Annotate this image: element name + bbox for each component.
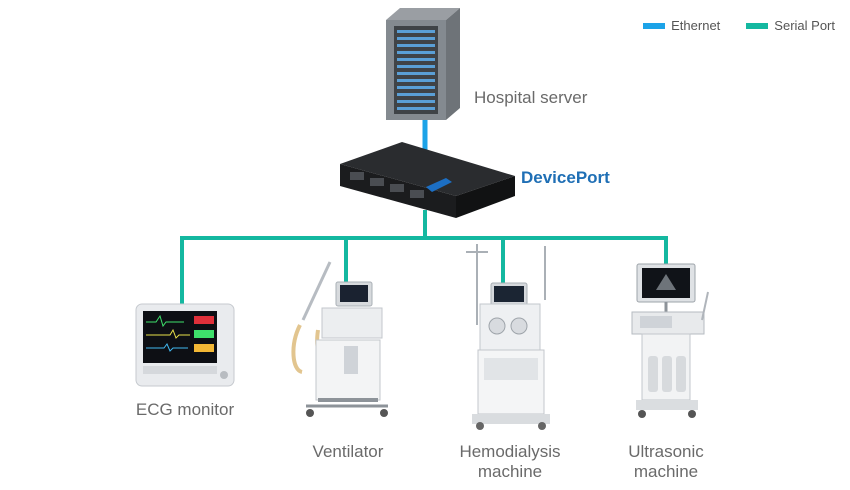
hemodialysis-label: Hemodialysis machine <box>440 442 580 482</box>
serial-swatch <box>746 22 769 29</box>
server-rack-icon <box>386 8 460 120</box>
legend-item-ethernet: Ethernet <box>643 18 720 33</box>
ultrasonic-label-line2: machine <box>633 462 699 481</box>
hemodialysis-label-line2: machine <box>477 462 543 481</box>
legend-item-serial: Serial Port <box>746 18 835 33</box>
device-server-box-icon <box>340 142 515 218</box>
ventilator-label: Ventilator <box>312 442 384 461</box>
legend: Ethernet Serial Port <box>643 18 835 33</box>
hospital-server-label: Hospital server <box>474 88 588 107</box>
hemodialysis-label-line1: Hemodialysis <box>459 442 561 461</box>
ecg-monitor-label: ECG monitor <box>135 400 235 419</box>
ecg-monitor-icon <box>135 303 235 387</box>
connections <box>180 120 668 304</box>
ethernet-swatch <box>643 22 666 29</box>
ultrasonic-label-line1: Ultrasonic <box>628 442 704 461</box>
hemodialysis-machine-icon <box>466 244 550 430</box>
ventilator-icon <box>291 261 388 417</box>
deviceport-label: DevicePort <box>521 168 610 187</box>
legend-label-serial: Serial Port <box>774 18 835 33</box>
ultrasonic-label: Ultrasonic machine <box>606 442 726 482</box>
legend-label-ethernet: Ethernet <box>671 18 721 33</box>
ultrasound-machine-icon <box>631 263 709 418</box>
